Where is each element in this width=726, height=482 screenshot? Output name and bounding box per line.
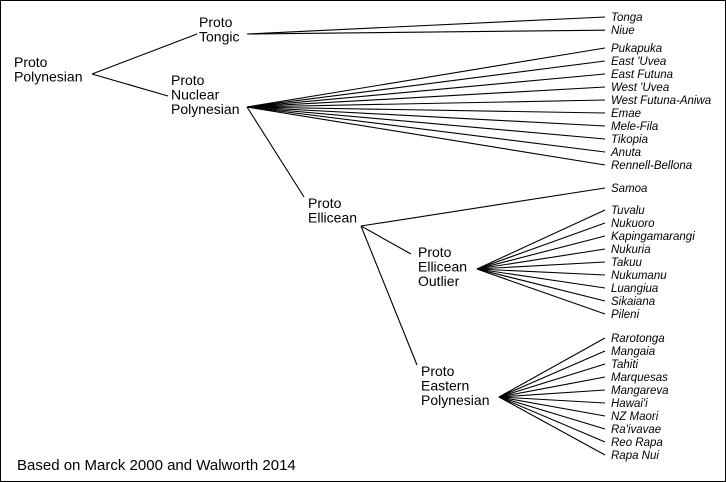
leaf-edge [476, 261, 606, 270]
node-label-line: Polynesian [14, 69, 83, 85]
leaf-label: Hawai'i [611, 398, 648, 410]
node-label-line: Eastern [421, 378, 469, 394]
edge-ellicean-to-outlier [360, 225, 412, 255]
node-label-line: Polynesian [421, 392, 490, 408]
leaf-label: Ra'ivavae [611, 424, 661, 436]
node-label-line: Proto [418, 244, 452, 260]
node-label-line: Proto [421, 363, 455, 379]
leaf-edge [498, 350, 606, 398]
leaf-label: East Futuna [611, 69, 673, 81]
leaf-label: West 'Uvea [611, 82, 669, 94]
leaf-edge [246, 106, 606, 127]
leaf-label: Tuvalu [611, 205, 645, 217]
leaf-edge [246, 106, 606, 153]
leaf-edge [246, 47, 606, 108]
leaf-label: Mele-Fila [611, 121, 658, 133]
leaf-label: Tikopia [611, 134, 648, 146]
leaf-label: Nukuria [611, 244, 651, 256]
leaf-edge [498, 396, 606, 443]
node-label-line: Ellicean [308, 210, 357, 226]
node-label-line: Polynesian [171, 101, 240, 117]
leaf-label: Mangareva [611, 385, 669, 397]
node-label-line: Ellicean [418, 259, 467, 275]
leaf-edge [498, 396, 606, 417]
leaf-label: NZ Maori [611, 411, 659, 423]
leaf-label: Nukuoro [611, 218, 655, 230]
leaf-edge [476, 235, 606, 270]
leaf-label: West Futuna-Aniwa [611, 95, 711, 107]
leaf-edge [476, 268, 606, 289]
leaf-edge [246, 86, 606, 108]
tree-edges [91, 16, 606, 456]
leaf-label: Luangiua [611, 283, 658, 295]
leaf-edge [498, 396, 606, 404]
leaf-label: Rapa Nui [611, 450, 659, 462]
node-label-line: Outlier [418, 273, 460, 289]
leaf-label: Samoa [611, 183, 647, 195]
leaf-edge [246, 73, 606, 108]
edge-ellicean-to-eastern [360, 225, 418, 366]
leaf-label: Emae [611, 108, 641, 120]
leaf-edge [360, 187, 606, 227]
leaf-label: Marquesas [611, 372, 668, 384]
leaf-label: Pileni [611, 309, 640, 321]
node-label-line: Proto [171, 72, 205, 88]
leaf-label: Niue [611, 25, 635, 37]
node-label-line: Nuclear [171, 87, 220, 103]
leaf-label: Reo Rapa [611, 437, 663, 449]
leaf-edge [498, 363, 606, 398]
edge-polynesian-to-tongic [91, 33, 198, 75]
leaf-edge [498, 389, 606, 398]
leaf-edge [246, 106, 606, 140]
edge-nuclear-to-ellicean [246, 106, 305, 198]
leaf-label: Mangaia [611, 346, 655, 358]
source-caption: Based on Marck 2000 and Walworth 2014 [17, 457, 296, 474]
leaf-edge [246, 29, 606, 35]
leaf-edge [246, 99, 606, 108]
leaf-label: Anuta [610, 147, 641, 159]
leaf-edge [246, 60, 606, 108]
node-label-line: Proto [308, 195, 342, 211]
leaf-edge [498, 337, 606, 398]
leaf-label: Sikaiana [611, 296, 655, 308]
leaf-label: Rennell-Bellona [611, 160, 692, 172]
node-label-line: Proto [199, 14, 233, 30]
edge-polynesian-to-nuclear [91, 73, 169, 97]
leaf-edge [476, 248, 606, 270]
leaf-edge [246, 106, 606, 166]
leaf-label: Takuu [611, 257, 643, 269]
leaf-label: Rarotonga [611, 333, 665, 345]
leaf-edge [246, 106, 606, 114]
leaf-edge [476, 268, 606, 315]
leaf-edge [476, 268, 606, 302]
leaf-label: Tonga [611, 12, 643, 24]
leaf-edge [498, 376, 606, 398]
leaf-edge [498, 396, 606, 456]
leaf-label: Pukapuka [611, 43, 662, 55]
node-label-line: Proto [14, 54, 48, 70]
leaf-edge [498, 396, 606, 430]
leaf-edge [476, 222, 606, 270]
leaf-edge [476, 209, 606, 270]
leaf-label: East 'Uvea [611, 56, 666, 68]
leaf-label: Nukumanu [611, 270, 667, 282]
leaf-label: Kapingamarangi [611, 231, 695, 243]
leaf-edge [476, 268, 606, 276]
leaf-edge [246, 16, 606, 35]
node-label-line: Tongic [199, 29, 239, 45]
leaf-label: Tahiti [611, 359, 639, 371]
